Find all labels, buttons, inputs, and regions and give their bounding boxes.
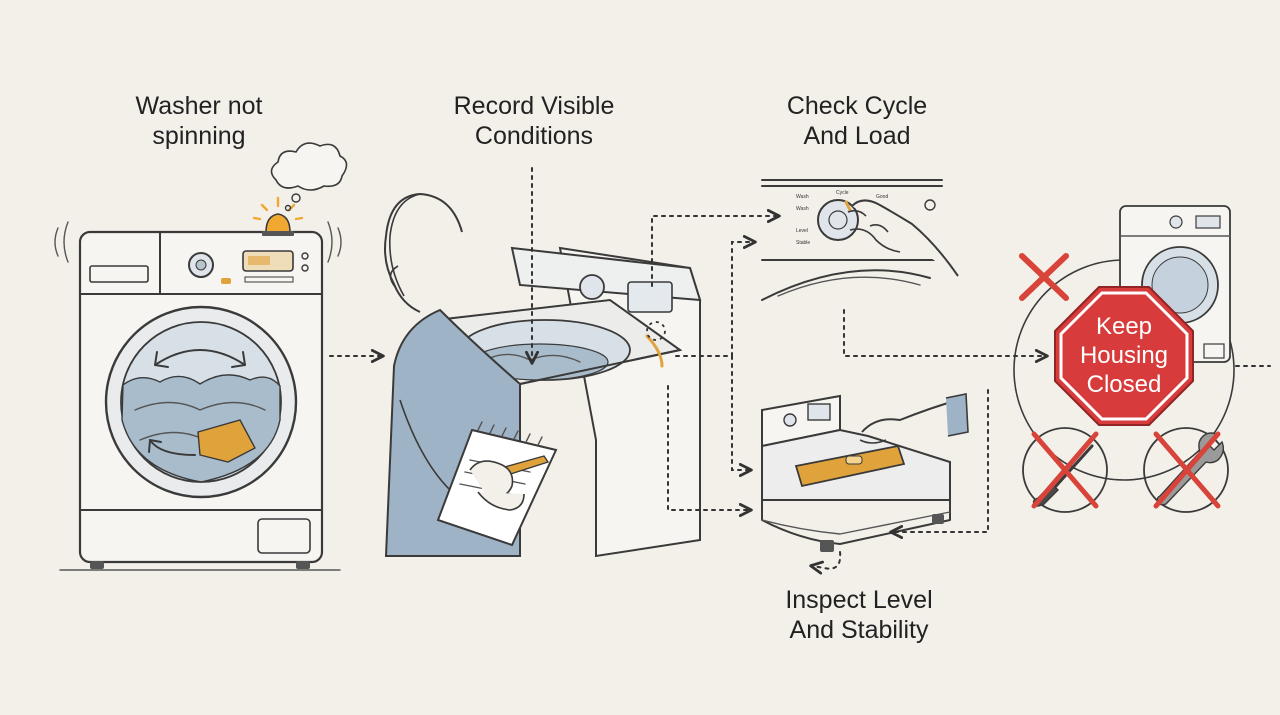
- notepad-icon: [436, 421, 558, 547]
- step-label-inspect-level-and-stability: Inspect Level And Stability: [768, 585, 950, 645]
- flow-arrow-to-dial: [675, 235, 757, 357]
- dial-mark-level: Level: [796, 228, 808, 234]
- step-label-check-cycle-and-load: Check Cycle And Load: [772, 91, 942, 151]
- screwdriver-icon: [1022, 427, 1108, 513]
- flow-arrow-return-level: [889, 389, 989, 539]
- flow-arrow-to-level-2: [731, 355, 753, 477]
- spirit-level-icon: [761, 393, 969, 552]
- step-label-inspect-level-and-stability-line2: And Stability: [789, 616, 929, 644]
- flow-arrow-to-inspect-label: [809, 551, 842, 575]
- flow-arrow-icon: [329, 167, 1271, 575]
- step-label-record-visible-conditions: Record Visible Conditions: [436, 91, 632, 151]
- flow-arrow-to-stop: [843, 309, 1049, 363]
- dial-mark-stable: Stable: [796, 240, 810, 246]
- alarm-light-icon: [252, 196, 304, 236]
- dial-mark-wash: Wash: [796, 194, 809, 200]
- cross-mark-icon: [1019, 253, 1069, 301]
- flow-arrow-to-cycle: [651, 209, 781, 287]
- flow-arrow-to-level: [667, 385, 753, 517]
- step-label-washer-not-spinning-line1: Washer not: [135, 92, 263, 120]
- stop-sign-text: Keep Housing Closed: [1064, 312, 1184, 399]
- step-label-check-cycle-and-load-line1: Check Cycle: [786, 92, 928, 120]
- dial-mark-wash-2: Wash: [796, 206, 809, 212]
- step-label-check-cycle-and-load-line2: And Load: [803, 122, 911, 150]
- thought-cloud-icon: [270, 142, 348, 212]
- stop-sign-line2: Housing: [1079, 342, 1169, 369]
- step-label-record-visible-conditions-line1: Record Visible: [453, 92, 615, 120]
- dial-mark-good: Good: [876, 194, 888, 200]
- hand-icon: [847, 199, 959, 277]
- wrench-icon: [1143, 427, 1229, 513]
- top-loader-icon: [419, 246, 702, 558]
- step-label-record-visible-conditions-line2: Conditions: [474, 122, 594, 150]
- step-label-inspect-level-and-stability-line1: Inspect Level: [785, 586, 933, 614]
- control-dial-icon: Wash Wash Cycle Good Level Stable: [761, 179, 943, 301]
- dial-mark-cycle: Cycle: [836, 190, 849, 196]
- stop-sign-line1: Keep: [1095, 313, 1153, 340]
- stop-sign-line3: Closed: [1086, 371, 1162, 398]
- step-label-washer-not-spinning: Washer not spinning: [118, 91, 280, 151]
- stop-sign-icon: [1054, 286, 1194, 426]
- step-label-washer-not-spinning-line2: spinning: [152, 122, 246, 150]
- washing-machine-icon: [54, 221, 342, 571]
